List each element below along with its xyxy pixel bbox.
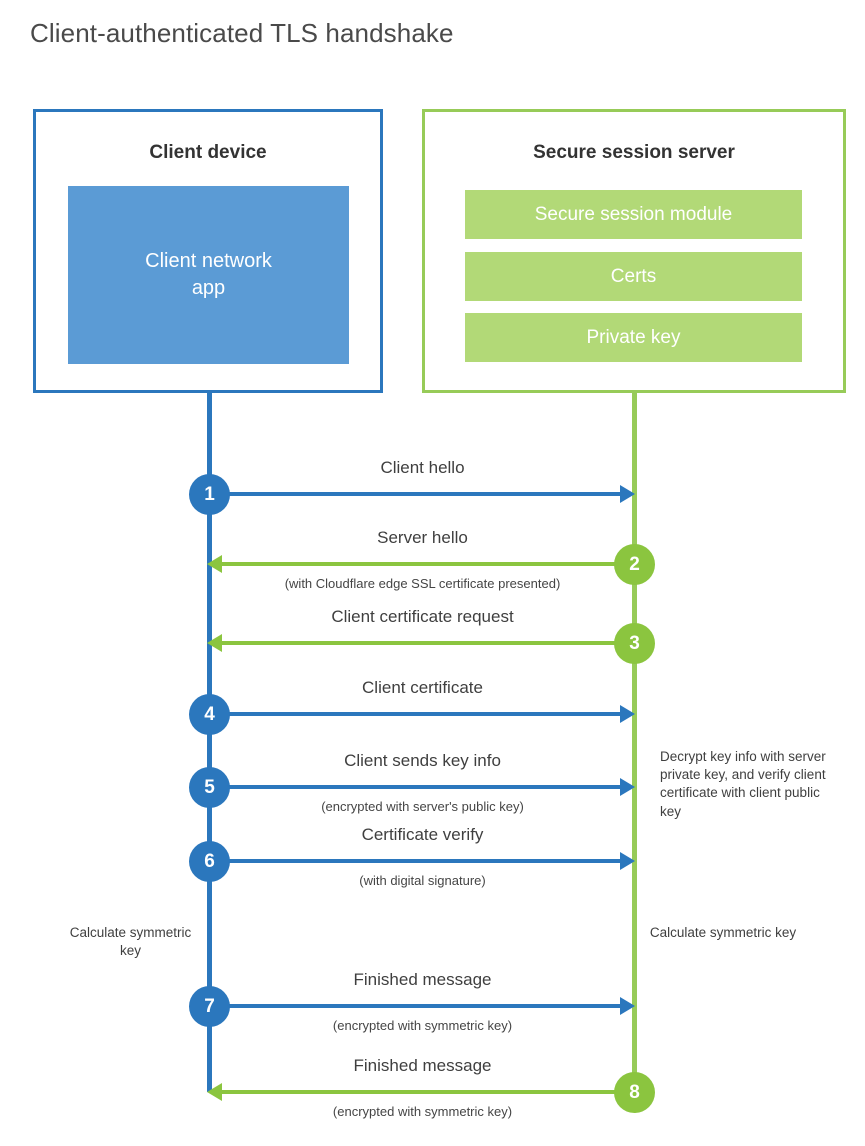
step-2-arrowhead (207, 555, 222, 573)
step-2-sublabel: (with Cloudflare edge SSL certificate pr… (284, 576, 561, 591)
step-6-arrowhead (620, 852, 635, 870)
server-module-secure-session-module: Secure session module (465, 190, 802, 239)
client-device-title: Client device (149, 142, 267, 163)
step-2-arrow-shaft (222, 562, 634, 566)
server-module-certs: Certs (465, 252, 802, 301)
step-2-label: Server hello (377, 528, 468, 547)
step-5-sublabel: (encrypted with server's public key) (321, 799, 524, 814)
step-4-arrowhead (620, 705, 635, 723)
step-7-node[interactable]: 7 (189, 986, 230, 1027)
secure-session-server-panel: Secure session server Secure session mod… (422, 109, 846, 393)
client-network-app-box: Client network app (68, 186, 349, 364)
step-4-node[interactable]: 4 (189, 694, 230, 735)
secure-session-server-title: Secure session server (533, 142, 735, 163)
client-lifeline (207, 392, 212, 1092)
step-8-arrowhead (207, 1083, 222, 1101)
step-8-arrow-shaft (222, 1090, 634, 1094)
step-3-node[interactable]: 3 (614, 623, 655, 664)
server-lifeline (632, 390, 637, 1092)
step-6-node[interactable]: 6 (189, 841, 230, 882)
server-module-private-key: Private key (465, 313, 802, 362)
step-1-node[interactable]: 1 (189, 474, 230, 515)
step-3-arrow-shaft (222, 641, 634, 645)
step-7-sublabel: (encrypted with symmetric key) (332, 1018, 513, 1033)
step-8-label: Finished message (353, 1056, 492, 1075)
client-calculate-symmetric-key-annotation: Calculate symmetric key (69, 925, 192, 959)
step-7-arrowhead (620, 997, 635, 1015)
step-8-sublabel: (encrypted with symmetric key) (332, 1104, 513, 1119)
step-4-label: Client certificate (362, 678, 483, 697)
step-1-arrow-shaft (210, 492, 630, 496)
client-app-label-line1: Client network (145, 250, 272, 272)
step-5-arrow-shaft (210, 785, 630, 789)
step-5-arrowhead (620, 778, 635, 796)
step-1-arrowhead (620, 485, 635, 503)
step-5-label: Client sends key info (344, 751, 501, 770)
step-2-node[interactable]: 2 (614, 544, 655, 585)
client-network-app-label: Client network app (145, 248, 272, 302)
step-4-arrow-shaft (210, 712, 630, 716)
step-7-label: Finished message (353, 970, 492, 989)
step-6-label: Certificate verify (361, 825, 484, 844)
step-8-node[interactable]: 8 (614, 1072, 655, 1113)
decrypt-key-info-annotation: Decrypt key info with server private key… (660, 749, 826, 819)
client-app-label-line2: app (191, 277, 226, 299)
step-3-label: Client certificate request (331, 607, 514, 626)
page-title: Client-authenticated TLS handshake (30, 18, 454, 48)
client-device-panel: Client device Client network app (33, 109, 383, 393)
step-6-sublabel: (with digital signature) (359, 873, 486, 888)
step-3-arrowhead (207, 634, 222, 652)
step-6-arrow-shaft (210, 859, 630, 863)
step-7-arrow-shaft (210, 1004, 630, 1008)
server-calculate-symmetric-key-annotation: Calculate symmetric key (649, 925, 797, 940)
step-5-node[interactable]: 5 (189, 767, 230, 808)
step-1-label: Client hello (380, 458, 465, 477)
